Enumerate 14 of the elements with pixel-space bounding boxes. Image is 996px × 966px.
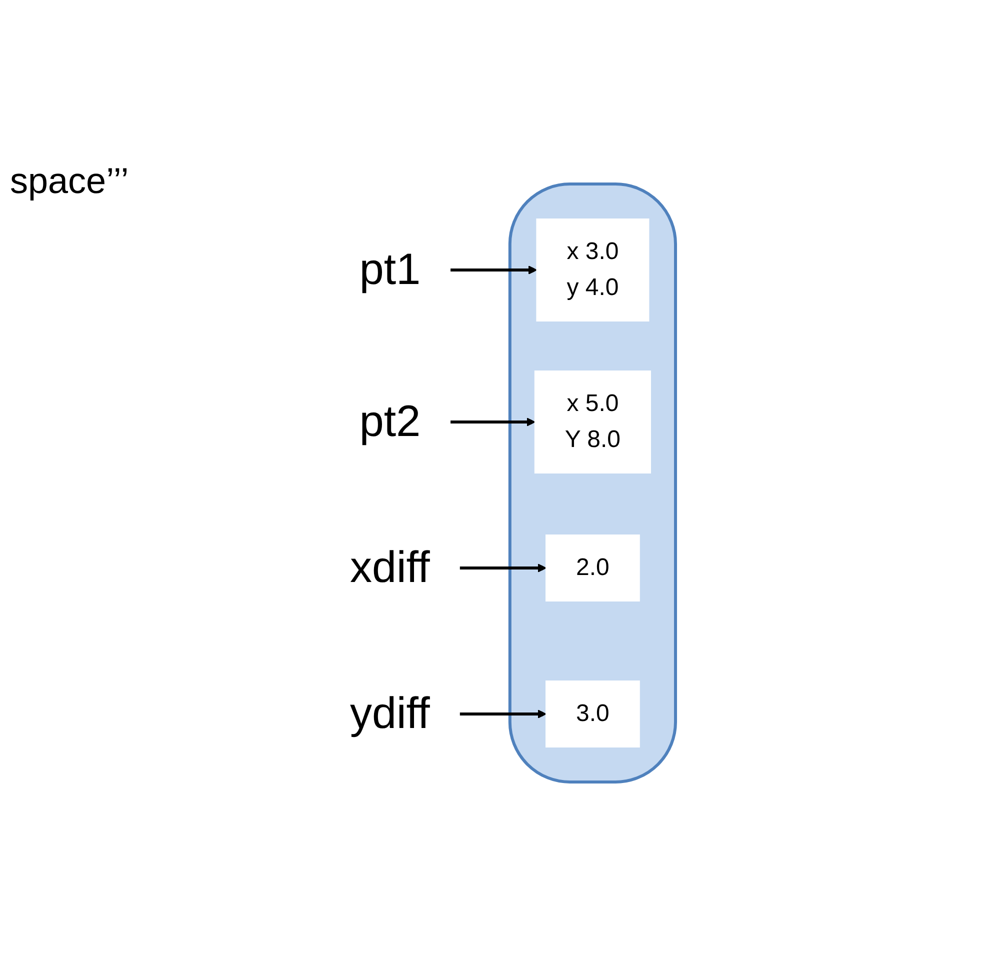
arrow: [450, 266, 538, 274]
node-text: pt1: [360, 245, 421, 294]
cluster: [508, 182, 678, 784]
node-text: ydiff: [350, 689, 430, 738]
note-text: space’’’: [10, 160, 129, 202]
node-text: pt2: [360, 397, 421, 446]
arrow: [460, 564, 547, 572]
arrow: [450, 418, 536, 426]
node-box: x 3.0 y 4.0: [536, 218, 650, 322]
node-box: 2.0: [546, 534, 640, 602]
node-box: 3.0: [546, 680, 640, 748]
node-text: xdiff: [350, 543, 430, 592]
arrow: [460, 710, 547, 718]
node-box: x 5.0 Y 8.0: [534, 370, 652, 474]
